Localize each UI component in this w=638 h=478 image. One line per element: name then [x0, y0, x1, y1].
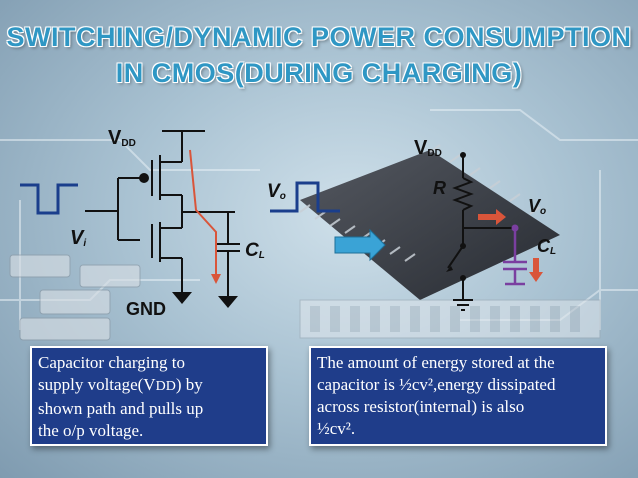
current-arrow-right [478, 209, 506, 225]
right-text-line-2: capacitor is ½cv²,energy dissipated [317, 375, 556, 394]
left-text-line-4: the o/p voltage. [38, 421, 144, 440]
label-cl-left: CL [245, 240, 265, 261]
right-text-line-3: across resistor(internal) is also [317, 397, 525, 416]
transition-arrow [334, 228, 386, 262]
right-text-line-4: ½cv². [317, 419, 356, 438]
label-vo-right: Vo [528, 196, 547, 217]
label-r: R [433, 178, 446, 198]
label-vo-left: Vo [267, 181, 286, 202]
right-ground-symbol [453, 299, 473, 311]
charging-path-arrow [189, 149, 217, 276]
gnd-symbol-2 [218, 296, 238, 308]
label-vi: Vi [70, 227, 87, 249]
pmos-gate-bubble [139, 173, 149, 183]
slide-title-line-2: IN CMOS(DURING CHARGING) [115, 58, 523, 88]
resistor-symbol [452, 177, 474, 211]
right-description-box: The amount of energy stored at the capac… [309, 346, 607, 446]
label-vdd-right: VDD [414, 137, 442, 159]
label-cl-right: CL [537, 236, 557, 257]
gnd-symbol-1 [172, 292, 192, 304]
switch-symbol [447, 245, 464, 269]
label-vdd-left: VDD [108, 127, 136, 149]
left-text-line-3: shown path and pulls up [38, 399, 204, 418]
current-arrow-down [529, 258, 543, 282]
left-text-line-2: supply voltage(VDD) by [38, 375, 203, 394]
capacitor-cl-right [503, 228, 527, 286]
slide-title-line-1: SWITCHING/DYNAMIC POWER CONSUMPTION [6, 22, 632, 52]
output-waveform [270, 181, 340, 213]
right-text-line-1: The amount of energy stored at the [317, 353, 555, 372]
label-gnd: GND [126, 299, 166, 319]
input-waveform [20, 183, 78, 215]
left-description-box: Capacitor charging to supply voltage(VDD… [30, 346, 268, 446]
left-text-line-1: Capacitor charging to [38, 353, 185, 372]
